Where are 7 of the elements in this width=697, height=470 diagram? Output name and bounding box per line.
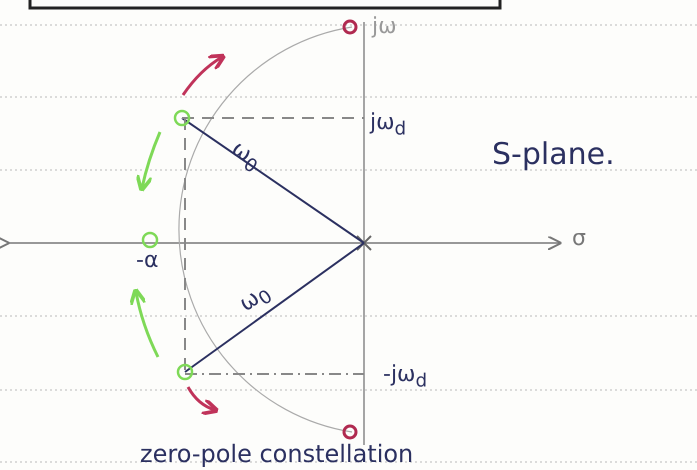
axis-label: jω <box>372 16 397 38</box>
caption-text: zero-pole constellation <box>140 442 414 466</box>
axis-label: jω$_{d}$ <box>370 112 406 139</box>
axis-label: -jω$_{d}$ <box>383 364 428 391</box>
plane-label: S-plane. <box>492 140 615 170</box>
axis-label: -α <box>136 250 158 272</box>
axis-label: σ <box>572 228 586 250</box>
